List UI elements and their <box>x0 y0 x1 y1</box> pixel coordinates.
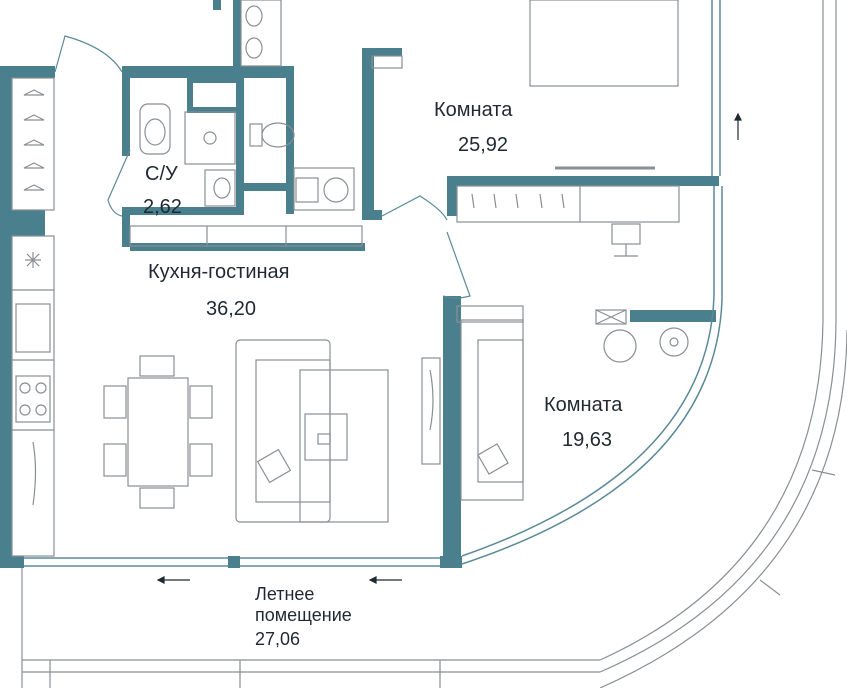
wall-room-top <box>447 176 719 186</box>
room-top-name: Комната <box>434 99 513 121</box>
wall-left-outer <box>0 66 12 568</box>
summer-room-name-2: помещение <box>255 605 352 625</box>
balcony-seg-e <box>811 469 836 476</box>
wall-corridor-left <box>362 48 374 218</box>
wall-bath-inner <box>236 66 244 214</box>
wall-room-stub <box>630 310 716 322</box>
wall-corridor-bottom <box>362 210 382 220</box>
balcony-seg-d <box>759 579 781 596</box>
wall-laundry-top <box>244 183 294 191</box>
wall-bath-bottom <box>122 207 244 215</box>
windows <box>24 0 723 567</box>
wall-top-center <box>122 66 292 78</box>
office-chair <box>611 223 641 245</box>
wall-laundry-right <box>286 66 294 214</box>
shelving <box>456 185 680 223</box>
toilet-2 <box>249 123 263 147</box>
wall-corridor-top <box>362 48 402 56</box>
summer-room-area: 27,06 <box>255 629 301 649</box>
bath-shower <box>184 111 236 165</box>
room-right-area: 19,63 <box>562 429 613 451</box>
wall-kitchen-top <box>130 243 365 251</box>
kitchen-door <box>442 231 471 299</box>
walls <box>0 0 719 568</box>
toilet-1 <box>144 118 166 146</box>
wall-room-left-upper <box>447 176 457 216</box>
rug <box>299 369 389 523</box>
kitchen-counter <box>11 235 55 557</box>
wardrobe <box>11 77 55 211</box>
tv-stand <box>421 357 441 465</box>
washing-machine <box>293 167 355 211</box>
sofa <box>235 339 331 523</box>
coffee-table <box>304 413 348 461</box>
hangers <box>23 89 45 191</box>
wall-bath-bottom2 <box>122 207 130 247</box>
window-curve-1 <box>461 186 715 557</box>
wall-left-top <box>0 66 55 78</box>
dining-table <box>127 377 189 487</box>
wall-top-far <box>233 0 241 78</box>
sofa-right <box>460 319 524 501</box>
slide-arrows <box>156 112 742 584</box>
balcony <box>21 0 847 688</box>
wall-bottom-mid <box>228 556 240 568</box>
wall-bath-left <box>122 66 130 156</box>
balcony-curve-2 <box>599 0 837 673</box>
kitchen-living-area: 36,20 <box>206 298 257 320</box>
bed <box>529 0 679 87</box>
balcony-curve-3 <box>599 329 847 688</box>
double-sink <box>240 0 282 67</box>
room-door-top <box>381 195 448 221</box>
kitchen-living-name: Кухня-гостиная <box>148 261 290 283</box>
window-curve-2 <box>461 186 723 565</box>
wall-closet-box <box>187 77 243 113</box>
wall-bottom-left <box>0 556 24 568</box>
bathroom-area: 2,62 <box>143 196 182 218</box>
bathroom-name: С/У <box>145 163 178 185</box>
room-top-area: 25,92 <box>458 134 509 156</box>
doors <box>54 35 471 299</box>
armchair <box>603 329 637 363</box>
wall-top-stub <box>213 0 221 10</box>
wall-left-notch <box>0 210 45 236</box>
bath-door <box>107 149 131 217</box>
room-right-name: Комната <box>544 394 623 416</box>
entrance-door <box>54 35 123 73</box>
wall-partition <box>443 296 461 568</box>
furniture <box>11 0 689 557</box>
summer-room-name-1: Летнее <box>255 584 315 604</box>
balcony-curve-1 <box>599 0 824 661</box>
wall-bottom-right <box>440 556 462 568</box>
